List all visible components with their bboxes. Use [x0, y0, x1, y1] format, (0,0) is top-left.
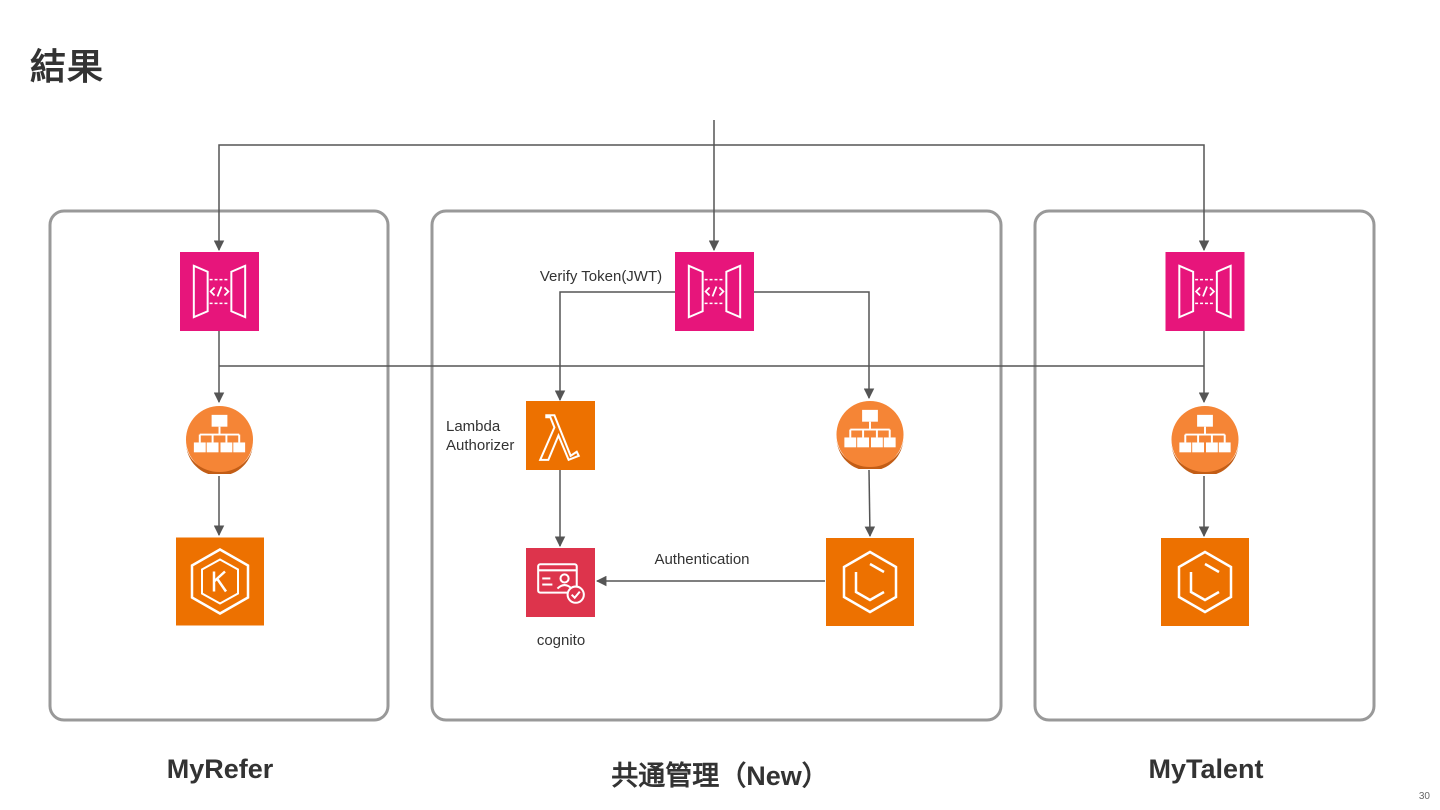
group-label-mytalent: MyTalent — [1148, 754, 1264, 784]
lambda-label-line1: Lambda — [446, 418, 501, 435]
api-gateway-icon — [675, 252, 754, 331]
verify-token-label: Verify Token(JWT) — [540, 268, 662, 285]
group-box-common — [430, 209, 1003, 722]
common-elb-to-ecs-line — [864, 469, 876, 538]
group-label-common: 共通管理（New） — [611, 761, 829, 791]
api-gateway-icon — [1165, 252, 1245, 331]
authentication-label: Authentication — [654, 551, 749, 568]
elastic-load-balancer-icon — [835, 400, 905, 469]
ecs-icon — [1161, 538, 1249, 626]
apigw-to-lambda-line — [554, 291, 675, 402]
eks-icon — [176, 537, 264, 626]
group-label-myrefer: MyRefer — [166, 754, 274, 784]
page-number: 30 — [1418, 791, 1430, 802]
ecs-icon — [826, 538, 914, 626]
entry-to-myrefer-line — [213, 144, 1210, 252]
connectors — [213, 120, 1210, 587]
apigw-to-elb-line — [754, 291, 875, 400]
lambda-label-line2: Authorizer — [446, 437, 514, 454]
elastic-load-balancer-icon — [1170, 405, 1240, 474]
cognito-icon — [526, 548, 595, 617]
elastic-load-balancer-icon — [185, 405, 254, 474]
page-title: 結果 — [30, 46, 105, 87]
lambda-icon — [526, 401, 595, 470]
cognito-label: cognito — [537, 632, 585, 649]
api-gateway-icon — [180, 252, 259, 331]
